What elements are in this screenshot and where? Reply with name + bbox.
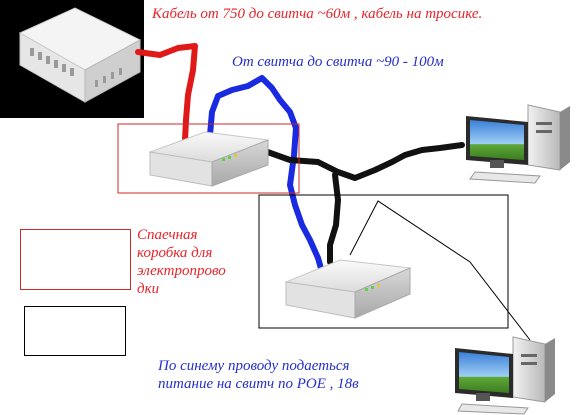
desktop-computer-icon [466, 104, 570, 184]
network-switch-icon [148, 131, 269, 187]
router-white-box-icon [0, 0, 144, 118]
desktop-computer-icon [455, 336, 555, 415]
empty-box [24, 306, 126, 356]
junction-box-note: Спаечная коробка для электропрово дки [137, 227, 226, 297]
red-cable [135, 43, 198, 143]
blue-cable [207, 75, 325, 275]
diagonal-line [349, 200, 531, 341]
black-cable [239, 137, 465, 265]
poe-note: По синему проводу подаеться питание на с… [158, 358, 359, 392]
switch-1-frame [117, 123, 300, 194]
switch-2-frame [258, 194, 509, 329]
red-cable-note: Кабель от 750 до свитча ~60м , кабель на… [152, 6, 483, 22]
blue-cable-note: От свитча до свитча ~90 - 100м [232, 54, 444, 70]
network-switch-icon [284, 259, 412, 319]
junction-box-icon [20, 229, 131, 290]
